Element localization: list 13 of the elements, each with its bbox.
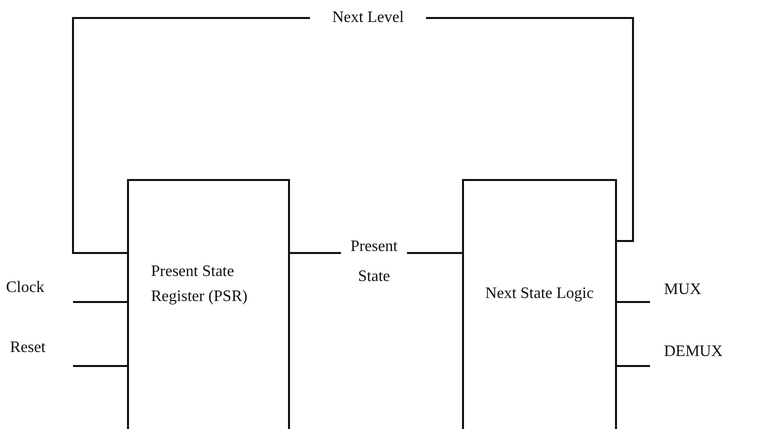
connector-line (617, 365, 650, 367)
input-label: Clock (6, 278, 46, 298)
connector-line (73, 301, 127, 303)
connector-line (617, 301, 650, 303)
connector-line (72, 17, 634, 254)
box-label: Next State Logic (484, 284, 595, 304)
box-label: Present State Register (PSR) (151, 262, 248, 307)
output-label: DEMUX (664, 342, 724, 362)
logic-box (462, 179, 617, 429)
output-label: MUX (664, 280, 702, 300)
connector-line (73, 365, 127, 367)
register-box (127, 179, 290, 429)
input-label: Reset (10, 338, 47, 358)
